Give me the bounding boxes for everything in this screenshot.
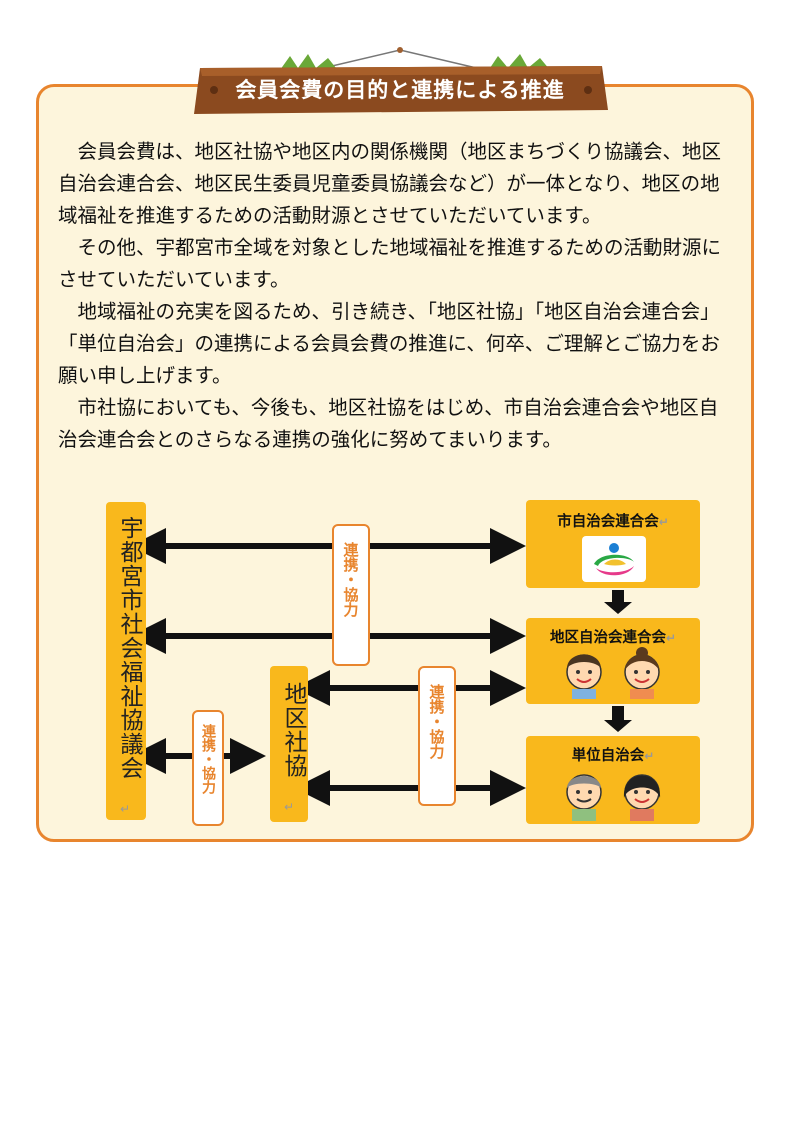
city-federation-box: 市自治会連合会↵ — [526, 500, 700, 588]
district-council-box: 地区社協 ↵ — [270, 666, 308, 822]
wooden-sign-icon — [194, 47, 608, 114]
cooperation-tag: 連携・協力 — [332, 524, 370, 666]
cooperation-label: 連携・協力 — [341, 542, 360, 617]
body-text: 会員会費は、地区社協や地区内の関係機関（地区まちづくり協議会、地区自治会連合会、… — [58, 136, 730, 456]
cooperation-label: 連携・協力 — [427, 684, 446, 759]
down-arrow-icon — [604, 590, 632, 614]
cooperation-tag: 連携・協力 — [418, 666, 456, 806]
page-title: 会員会費の目的と連携による推進 — [235, 78, 565, 102]
district-federation-label: 地区自治会連合会↵ — [549, 630, 677, 646]
paragraph: 地域福祉の充実を図るため、引き続き、「地区社協」「地区自治会連合会」「単位自治会… — [58, 300, 720, 387]
content-panel — [36, 84, 754, 842]
cooperation-label: 連携・協力 — [200, 724, 216, 794]
unit-association-box: 単位自治会↵ — [526, 736, 700, 824]
city-council-box: 宇都宮市社会福祉協議会 ↵ — [106, 502, 146, 820]
cooperation-diagram: 宇都宮市社会福祉協議会 ↵ 地区社協 ↵ 市自治会連合会↵ 地区自治会連合会↵ — [84, 490, 702, 832]
cooperation-tag: 連携・協力 — [192, 710, 224, 826]
residents-icon — [566, 774, 661, 821]
paragraph: 会員会費は、地区社協や地区内の関係機関（地区まちづくり協議会、地区自治会連合会、… — [58, 140, 722, 227]
unit-association-label: 単位自治会↵ — [571, 748, 655, 764]
paragraph: その他、宇都宮市全域を対象とした地域福祉を推進するための活動財源にさせていただい… — [58, 236, 722, 291]
paragraph: 市社協においても、今後も、地区社協をはじめ、市自治会連合会や地区自治会連合会との… — [58, 396, 719, 451]
return-mark: ↵ — [120, 802, 131, 816]
city-council-label: 宇都宮市社会福祉協議会 — [116, 516, 142, 780]
city-emblem-icon — [582, 536, 646, 582]
return-mark: ↵ — [284, 800, 295, 814]
residents-icon — [566, 647, 660, 699]
down-arrow-icon — [604, 706, 632, 732]
district-federation-box: 地区自治会連合会↵ — [526, 618, 700, 704]
title-sign: 会員会費の目的と連携による推進 — [190, 40, 610, 120]
city-federation-label: 市自治会連合会↵ — [557, 514, 669, 530]
district-council-label: 地区社協 — [280, 682, 306, 778]
